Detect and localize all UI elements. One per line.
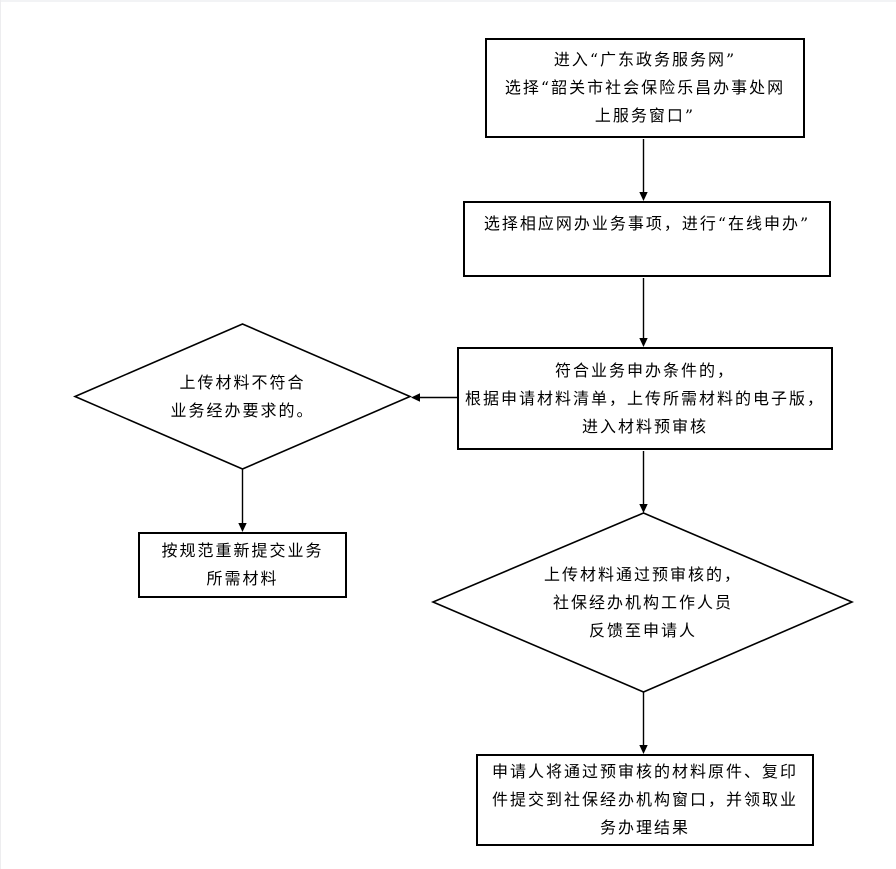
- connector-upload-to-pass-arrowhead: [639, 504, 648, 513]
- connector-reject-to-resubmit-arrowhead: [238, 523, 247, 532]
- connector-pass-to-result-arrowhead: [639, 745, 648, 754]
- flow-node-upload-review: 符合业务申办条件的， 根据申请材料清单，上传所需材料的电子版， 进入材料预审核: [457, 347, 833, 450]
- connector-select-to-upload-arrowhead: [639, 338, 648, 347]
- diamond-reject-check-shape: [72, 323, 413, 470]
- flow-node-start: 进入“广东政务服务网” 选择“韶关市社会保险乐昌办事处网 上服务窗口”: [485, 38, 805, 138]
- diamond-pass-check-shape: [430, 512, 855, 693]
- flow-node-result: 申请人将通过预审核的材料原件、复印 件提交到社保经办机构窗口，并领取业 务办理结…: [476, 754, 814, 846]
- page-left-border: [0, 0, 1, 869]
- connector-upload-to-reject-arrowhead: [411, 393, 420, 402]
- page-top-border: [0, 0, 896, 2]
- flow-node-resubmit: 按规范重新提交业务 所需材料: [138, 532, 347, 598]
- connector-start-to-select-arrowhead: [639, 192, 648, 201]
- flow-node-select-service: 选择相应网办业务事项，进行“在线申办”: [463, 201, 831, 277]
